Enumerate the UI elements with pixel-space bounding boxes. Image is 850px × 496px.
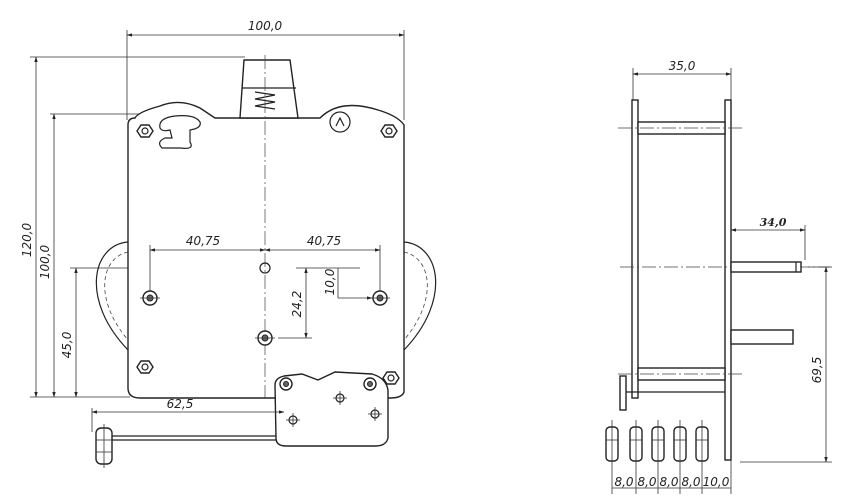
nut-icon [136, 124, 154, 138]
hammer-icon [695, 420, 709, 466]
pivot-hole [259, 262, 271, 274]
dim-vertical-mid-label: 24,2 [290, 291, 304, 318]
barrel-left-arc [95, 241, 129, 351]
bracket-hole [286, 413, 300, 427]
hole-left [140, 290, 160, 306]
dim-width-label: 100,0 [248, 19, 283, 33]
dim-right-label: 40,75 [307, 234, 341, 248]
hammer-icon [605, 420, 619, 466]
dim-height-side-label: 69,5 [810, 357, 824, 384]
dim-lower-left-label: 45,0 [60, 331, 74, 358]
lower-shaft [730, 329, 794, 345]
bracket-hole [333, 391, 347, 405]
dim-height-inner-label: 100,0 [38, 244, 52, 279]
hammer-icon [673, 420, 687, 466]
dim-offset-label: 10,0 [323, 268, 337, 295]
hole-center-low [255, 330, 275, 346]
top-bracket [239, 59, 299, 119]
barrel-right-hidden [403, 251, 428, 341]
side-view: 35,0 34,0 69,5 [605, 59, 832, 494]
dim-depth-label: 35,0 [669, 59, 696, 73]
bracket-hole [279, 377, 293, 391]
hammer-lever [619, 375, 627, 411]
dim-left-label: 40,75 [186, 234, 220, 248]
hole-right [370, 290, 390, 306]
barrel-right-arc [403, 241, 437, 351]
bracket-hole [363, 377, 377, 391]
hammer-icon [95, 424, 113, 468]
dim-pitch-label: 8,0 [681, 475, 700, 489]
dim-pitch-label: 8,0 [637, 475, 656, 489]
front-plate-side [631, 99, 639, 399]
dim-pitch-label: 10,0 [703, 475, 730, 489]
dim-height-outer-label: 120,0 [20, 222, 34, 257]
hook-cutout [159, 115, 201, 149]
nut-icon [382, 371, 400, 385]
dim-shaft-label: 34,0 [760, 216, 787, 229]
back-plate-side [724, 99, 732, 461]
barrel-left-hidden [104, 251, 129, 341]
hammer-icon [651, 420, 665, 466]
lower-bracket [274, 371, 389, 447]
nut-icon [380, 124, 398, 138]
front-view: 100,0 120,0 100,0 45,0 [20, 19, 437, 468]
main-shaft [730, 261, 802, 273]
bracket-hole [368, 407, 382, 421]
nut-icon [136, 360, 154, 374]
dim-pitch-label: 8,0 [614, 475, 633, 489]
dim-bottom-label: 62,5 [167, 397, 194, 411]
cutout-mark [335, 116, 345, 127]
hammer-icon [629, 420, 643, 466]
cutout-circle [329, 111, 351, 133]
dim-pitch-label: 8,0 [659, 475, 678, 489]
